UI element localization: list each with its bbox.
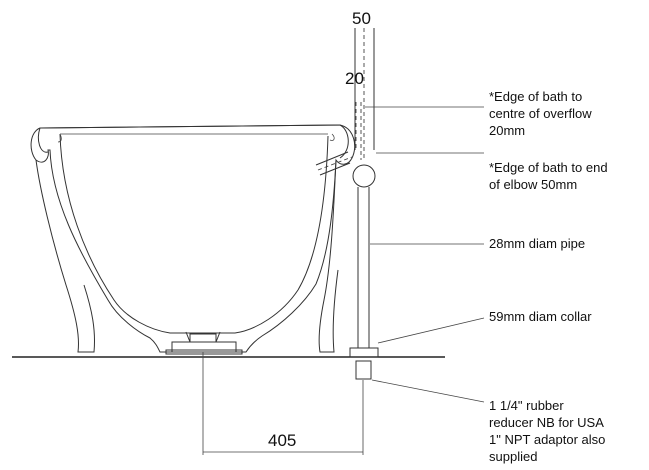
bathtub [30, 124, 356, 355]
pipe-note: 28mm diam pipe [489, 236, 585, 251]
dim-405-label: 405 [268, 431, 296, 450]
overflow-elbow [352, 164, 376, 188]
pipe-collar [349, 347, 379, 358]
reducer-note: 1 1/4" rubber reducer NB for USA 1" NPT … [489, 398, 609, 464]
overflow-fitting [315, 151, 353, 176]
dimension-405 [202, 352, 364, 455]
standpipe-top [354, 28, 375, 160]
collar-note: 59mm diam collar [489, 309, 592, 324]
rubber-reducer [355, 360, 372, 380]
standpipe [357, 187, 370, 348]
dim-20-label: 20 [345, 69, 364, 88]
overflow-note: *Edge of bath to centre of overflow 20mm [489, 89, 595, 138]
leader-lines [365, 106, 485, 403]
dim-50-label: 50 [352, 9, 371, 28]
elbow-note: *Edge of bath to end of elbow 50mm [489, 160, 611, 192]
